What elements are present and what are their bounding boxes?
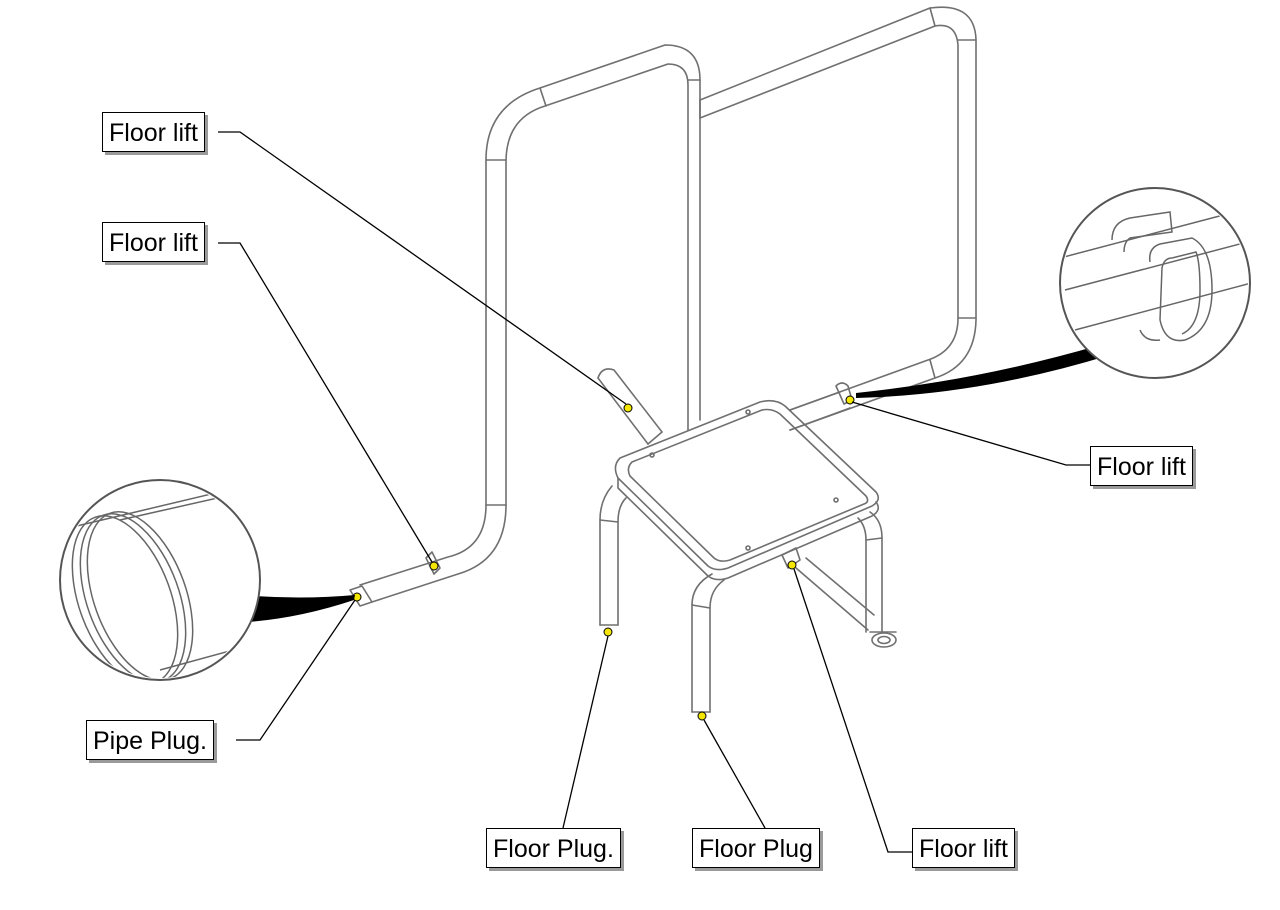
front-left-leg xyxy=(599,485,627,626)
marker-dot xyxy=(429,561,439,571)
marker-dots xyxy=(352,395,855,721)
callout-floor-plug-mid: Floor Plug xyxy=(692,828,820,868)
marker-dot xyxy=(787,560,797,570)
callout-floor-lift-right: Floor lift xyxy=(1090,446,1193,486)
back-right-leg xyxy=(857,511,897,648)
marker-dot xyxy=(697,711,707,721)
marker-dot xyxy=(603,627,613,637)
callout-pipe-plug: Pipe Plug. xyxy=(86,720,214,760)
callout-floor-lift-bottom: Floor lift xyxy=(912,828,1015,868)
callout-floor-plug-left: Floor Plug. xyxy=(486,828,621,868)
marker-dot xyxy=(623,403,633,413)
seat-platform xyxy=(614,399,880,581)
pipe-plug-detail-bubble xyxy=(59,479,355,681)
callout-floor-lift-mid: Floor lift xyxy=(102,222,205,262)
callout-floor-lift-top: Floor lift xyxy=(102,112,205,152)
front-middle-leg xyxy=(691,573,725,713)
right-frame-tube xyxy=(699,6,977,431)
stub-tube xyxy=(597,368,663,445)
left-frame-tube xyxy=(359,44,701,603)
cross-bar xyxy=(781,547,875,631)
leader-lines xyxy=(218,131,1090,853)
floor-lift-detail-bubble xyxy=(856,187,1251,398)
right-rail-tube xyxy=(789,391,851,431)
